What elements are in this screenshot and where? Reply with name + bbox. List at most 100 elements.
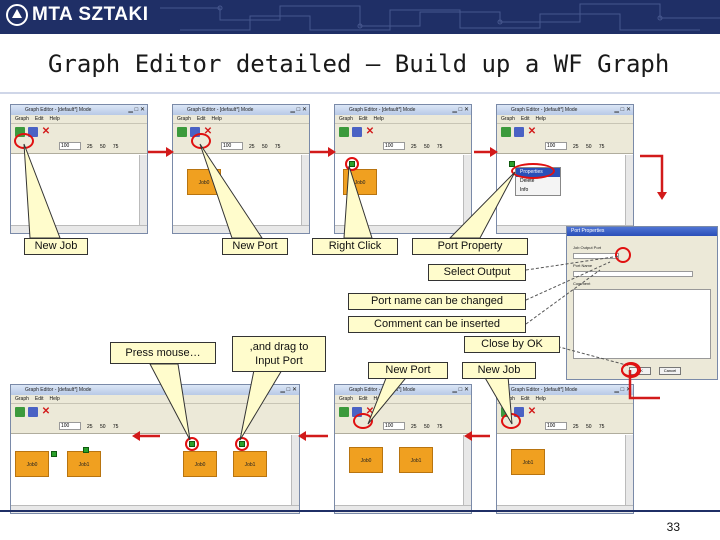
menu-edit[interactable]: Edit <box>34 396 44 402</box>
menu-help[interactable]: Help <box>373 396 384 402</box>
circuit-pattern-icon <box>160 3 720 31</box>
job-node[interactable]: Job1 <box>399 447 433 473</box>
window-title: Graph Editor - [default*] Mode <box>25 387 92 393</box>
highlight-ring <box>14 133 34 149</box>
new-job-icon[interactable] <box>177 127 187 137</box>
input-port[interactable] <box>83 447 89 453</box>
delete-icon[interactable]: ✕ <box>41 126 51 137</box>
callout-new-port: New Port <box>222 238 288 255</box>
horizontal-scrollbar[interactable] <box>497 225 633 233</box>
window-controls-icon[interactable]: ▁ □ ✕ <box>614 107 631 113</box>
highlight-ring <box>621 362 641 378</box>
vertical-scrollbar[interactable] <box>463 435 471 505</box>
delete-icon[interactable]: ✕ <box>527 126 537 137</box>
vertical-scrollbar[interactable] <box>291 435 299 505</box>
output-port-select[interactable] <box>573 253 619 259</box>
menu-graph[interactable]: Graph <box>339 116 353 122</box>
job-node[interactable]: Job1 <box>67 451 101 477</box>
horizontal-scrollbar[interactable] <box>497 505 633 513</box>
callout-new-job: New Job <box>24 238 88 255</box>
vertical-scrollbar[interactable] <box>301 155 309 225</box>
highlight-ring <box>185 437 199 451</box>
menu-help[interactable]: Help <box>373 116 384 122</box>
job-node[interactable]: Job0 <box>187 169 221 195</box>
window-controls-icon[interactable]: ▁ □ ✕ <box>280 387 297 393</box>
comment-textarea[interactable] <box>573 289 711 359</box>
delete-icon[interactable]: ✕ <box>527 406 537 417</box>
menu-help[interactable]: Help <box>49 116 60 122</box>
vertical-scrollbar[interactable] <box>463 155 471 225</box>
job-node[interactable]: Job0 <box>343 169 377 195</box>
zoom-input[interactable]: 100 <box>545 142 567 150</box>
graph-canvas[interactable] <box>11 155 139 225</box>
menu-graph[interactable]: Graph <box>501 396 515 402</box>
window-controls-icon[interactable]: ▁ □ ✕ <box>452 387 469 393</box>
menu-help[interactable]: Help <box>535 116 546 122</box>
job-node[interactable]: Job1 <box>233 451 267 477</box>
menu-edit[interactable]: Edit <box>520 116 530 122</box>
menu-help[interactable]: Help <box>535 396 546 402</box>
menu-help[interactable]: Help <box>211 116 222 122</box>
menu-edit[interactable]: Edit <box>520 396 530 402</box>
delete-icon[interactable]: ✕ <box>365 126 375 137</box>
vertical-scrollbar[interactable] <box>625 435 633 505</box>
logo-text: MTA SZTAKI <box>32 4 149 25</box>
editor-window-new-port: Graph Editor - [default*] Mode▁ □ ✕ Grap… <box>172 104 310 234</box>
new-job-icon[interactable] <box>501 127 511 137</box>
zoom-input[interactable]: 100 <box>383 422 405 430</box>
window-controls-icon[interactable]: ▁ □ ✕ <box>452 107 469 113</box>
menu-graph[interactable]: Graph <box>15 116 29 122</box>
callout-comment: Comment can be inserted <box>348 316 526 333</box>
job-node[interactable]: Job0 <box>183 451 217 477</box>
new-port-icon[interactable] <box>352 127 362 137</box>
output-port[interactable] <box>509 161 515 167</box>
new-port-icon[interactable] <box>514 407 524 417</box>
new-job-icon[interactable] <box>339 127 349 137</box>
new-job-icon[interactable] <box>15 127 25 137</box>
menu-edit[interactable]: Edit <box>34 116 44 122</box>
port-name-field[interactable] <box>573 271 693 277</box>
window-controls-icon[interactable]: ▁ □ ✕ <box>614 387 631 393</box>
delete-icon[interactable]: ✕ <box>203 126 213 137</box>
callout-port-property: Port Property <box>412 238 528 255</box>
horizontal-scrollbar[interactable] <box>11 225 147 233</box>
horizontal-scrollbar[interactable] <box>11 505 299 513</box>
vertical-scrollbar[interactable] <box>625 155 633 225</box>
menu-graph[interactable]: Graph <box>339 396 353 402</box>
vertical-scrollbar[interactable] <box>139 155 147 225</box>
new-job-icon[interactable] <box>339 407 349 417</box>
output-port[interactable] <box>51 451 57 457</box>
zoom-input[interactable]: 100 <box>545 422 567 430</box>
job-node[interactable]: Job0 <box>349 447 383 473</box>
window-controls-icon[interactable]: ▁ □ ✕ <box>290 107 307 113</box>
menu-graph[interactable]: Graph <box>15 396 29 402</box>
cancel-button[interactable]: Cancel <box>659 367 681 375</box>
zoom-input[interactable]: 100 <box>59 422 81 430</box>
new-job-icon[interactable] <box>15 407 25 417</box>
menu-edit[interactable]: Edit <box>358 116 368 122</box>
window-controls-icon[interactable]: ▁ □ ✕ <box>128 107 145 113</box>
ruler-ticks: 25 50 75 <box>411 424 443 430</box>
zoom-input[interactable]: 100 <box>59 142 81 150</box>
new-port-icon[interactable] <box>514 127 524 137</box>
menu-help[interactable]: Help <box>49 396 60 402</box>
menu-graph[interactable]: Graph <box>177 116 191 122</box>
horizontal-scrollbar[interactable] <box>335 505 471 513</box>
horizontal-scrollbar[interactable] <box>173 225 309 233</box>
new-port-icon[interactable] <box>352 407 362 417</box>
menu-edit[interactable]: Edit <box>196 116 206 122</box>
context-item-info[interactable]: Info <box>520 187 529 193</box>
menu-edit[interactable]: Edit <box>358 396 368 402</box>
job-node[interactable]: Job1 <box>511 449 545 475</box>
new-port-icon[interactable] <box>190 127 200 137</box>
horizontal-scrollbar[interactable] <box>335 225 471 233</box>
job-node[interactable]: Job0 <box>15 451 49 477</box>
callout-port-name: Port name can be changed <box>348 293 526 310</box>
context-item-delete[interactable]: Delete <box>520 178 535 184</box>
new-port-icon[interactable] <box>28 407 38 417</box>
new-port-icon[interactable] <box>28 127 38 137</box>
zoom-input[interactable]: 100 <box>221 142 243 150</box>
delete-icon[interactable]: ✕ <box>41 406 51 417</box>
menu-graph[interactable]: Graph <box>501 116 515 122</box>
zoom-input[interactable]: 100 <box>383 142 405 150</box>
